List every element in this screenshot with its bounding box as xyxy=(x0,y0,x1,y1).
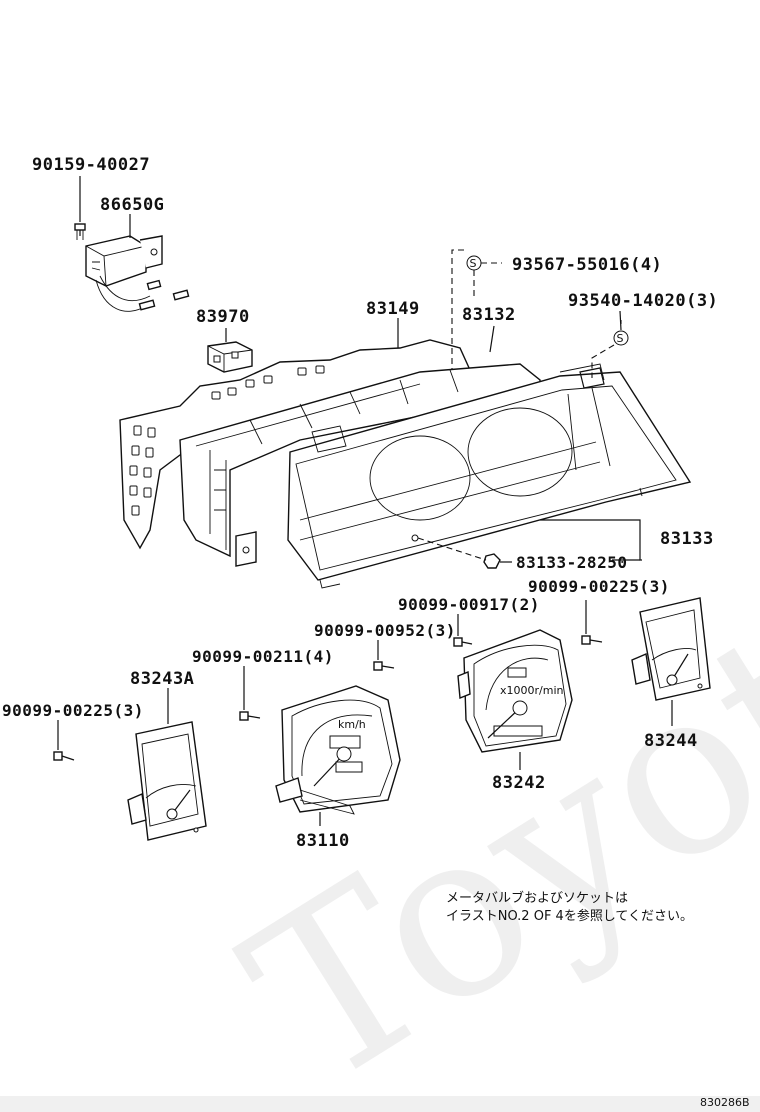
screw-90099-00952 xyxy=(373,661,395,671)
label-93540-14020: 93540-14020(3) xyxy=(568,291,718,311)
screw-93540-14020: S xyxy=(613,330,629,346)
note-line-2: イラストNO.2 OF 4を参照してください。 xyxy=(446,908,693,924)
label-93567-55016: 93567-55016(4) xyxy=(512,255,662,275)
label-83133: 83133 xyxy=(660,529,714,549)
label-83133-28250: 83133-28250 xyxy=(516,553,627,572)
s-symbol-1: S xyxy=(470,257,477,270)
figure-id: 830286B xyxy=(700,1096,750,1109)
label-83242: 83242 xyxy=(492,773,546,793)
screw-93567-55016: S xyxy=(466,255,482,271)
screw-90159-40027 xyxy=(74,223,86,240)
label-90099-00225-right: 90099-00225(3) xyxy=(528,577,670,596)
label-86650g: 86650G xyxy=(100,195,164,215)
screw-90099-00211 xyxy=(239,711,261,721)
label-83132: 83132 xyxy=(462,305,516,325)
screw-90099-00225-left xyxy=(53,751,75,761)
nut-83133-28250 xyxy=(483,553,501,569)
tachometer-83242: x1000r/min xyxy=(457,629,573,753)
speedometer-83110: km/h xyxy=(275,685,401,815)
screw-90099-00917 xyxy=(453,637,473,647)
screw-90099-00225-right xyxy=(581,635,603,645)
bottom-band xyxy=(0,1096,760,1112)
label-90159-40027: 90159-40027 xyxy=(32,155,150,175)
label-90099-00225-left: 90099-00225(3) xyxy=(2,701,144,720)
label-83970: 83970 xyxy=(196,307,250,327)
gauge-83243a xyxy=(127,721,207,841)
label-90099-00952: 90099-00952(3) xyxy=(314,621,456,640)
note-line-1: メータバルブおよびソケットは xyxy=(446,890,628,906)
case-83132 xyxy=(179,363,541,567)
gauge-83244 xyxy=(631,597,711,701)
connector-83970 xyxy=(207,341,253,373)
label-83149: 83149 xyxy=(366,299,420,319)
glass-83133 xyxy=(287,363,692,589)
speedo-dial-text: km/h xyxy=(338,718,366,731)
label-83110: 83110 xyxy=(296,831,350,851)
label-90099-00211: 90099-00211(4) xyxy=(192,647,334,666)
s-symbol-2: S xyxy=(617,332,624,345)
label-83243a: 83243A xyxy=(130,669,194,689)
label-83244: 83244 xyxy=(644,731,698,751)
label-90099-00917: 90099-00917(2) xyxy=(398,595,540,614)
tach-dial-text: x1000r/min xyxy=(500,684,564,697)
relay-86650g xyxy=(85,235,190,312)
